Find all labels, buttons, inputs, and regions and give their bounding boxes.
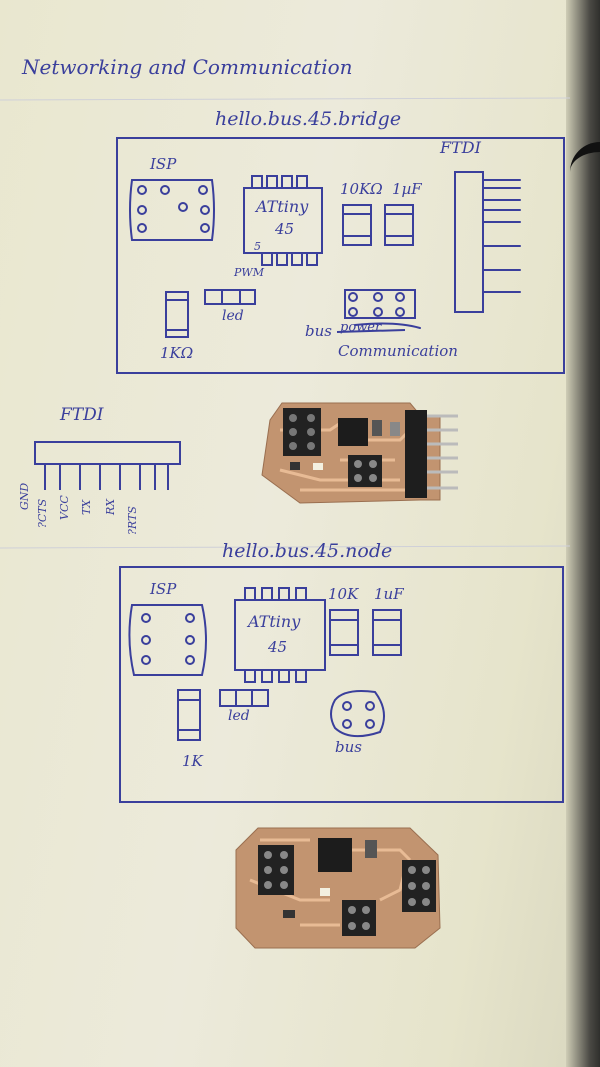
- bridge-bus-header: [348, 455, 382, 487]
- bridge-isp-header: [283, 408, 321, 456]
- bridge-outline: [116, 137, 565, 374]
- bridge-isp-label: ISP: [150, 155, 177, 173]
- node-capacitor-label: 1uF: [374, 585, 404, 603]
- bridge-chip-line2: 45: [275, 220, 295, 238]
- bridge-led-outline: [204, 289, 256, 305]
- bridge-pin-label: 5: [254, 240, 261, 253]
- node-chip-line1: ATtiny: [248, 612, 301, 631]
- bridge-attiny-chip: [338, 418, 368, 446]
- bridge-capacitor-outline: [384, 204, 414, 246]
- bridge-struck-word: power: [340, 320, 382, 335]
- node-1k-outline: [177, 689, 201, 741]
- node-1k-label: 1K: [182, 752, 203, 770]
- bridge-bus-footprint: [344, 289, 416, 319]
- bridge-pwm-label: PWM: [234, 266, 264, 279]
- node-sketch: [119, 566, 564, 803]
- node-outline: [119, 566, 564, 803]
- strike-line: [336, 329, 406, 333]
- bridge-ftdi-label: FTDI: [440, 138, 481, 157]
- bridge-sketch: [116, 137, 565, 374]
- ftdi-pin-rts: ?RTS: [126, 506, 139, 535]
- node-isp-footprint: [128, 604, 207, 676]
- ftdi-pin-tx: TX: [80, 499, 93, 515]
- node-chip-outline: [234, 599, 326, 671]
- node-bus-label: bus: [335, 738, 362, 756]
- node-resistor-label: 10K: [328, 585, 359, 603]
- node-led-outline: [219, 689, 269, 707]
- bridge-isp-footprint: [129, 179, 215, 241]
- node-pcb-photo: [235, 827, 441, 949]
- ftdi-pin-cts: ?CTS: [36, 498, 49, 528]
- bridge-communication-label: Communication: [338, 342, 458, 360]
- bridge-1k-label: 1KΩ: [160, 344, 194, 362]
- bridge-capacitor-label: 1µF: [392, 180, 422, 198]
- ruled-lines: [0, 97, 571, 549]
- bridge-resistor-label: 10KΩ: [340, 180, 383, 198]
- ftdi-pin-gnd: GND: [18, 482, 31, 510]
- node-attiny-chip: [318, 838, 352, 872]
- node-title: hello.bus.45.node: [222, 540, 393, 562]
- node-bus-footprint: [330, 690, 385, 738]
- ftdi-pin-rx: RX: [104, 498, 117, 515]
- bridge-chip-line1: ATtiny: [256, 197, 309, 216]
- bridge-resistor-outline: [342, 204, 372, 246]
- node-isp-label: ISP: [150, 580, 177, 598]
- bridge-bus-label: bus: [305, 322, 332, 340]
- node-capacitor-outline: [372, 609, 402, 656]
- bridge-ftdi-connector: [405, 410, 427, 498]
- node-isp-header: [258, 845, 294, 895]
- page-heading: Networking and Communication: [22, 55, 353, 79]
- node-chip-line2: 45: [268, 638, 288, 656]
- node-led-label: led: [228, 708, 250, 724]
- bridge-1k-outline: [165, 291, 189, 338]
- bridge-ftdi-header: [454, 171, 484, 313]
- bridge-led-label: led: [222, 308, 244, 324]
- bookmark-cord: [570, 142, 600, 178]
- node-right-header: [402, 860, 436, 912]
- bridge-pcb-photo: [261, 402, 458, 504]
- ftdi-pinout-sketch: [34, 441, 181, 490]
- ftdi-pinout-title: FTDI: [60, 405, 104, 425]
- ftdi-pin-vcc: VCC: [58, 495, 71, 520]
- bridge-title: hello.bus.45.bridge: [215, 108, 402, 130]
- node-resistor-outline: [329, 609, 359, 656]
- node-bus-header: [342, 900, 376, 936]
